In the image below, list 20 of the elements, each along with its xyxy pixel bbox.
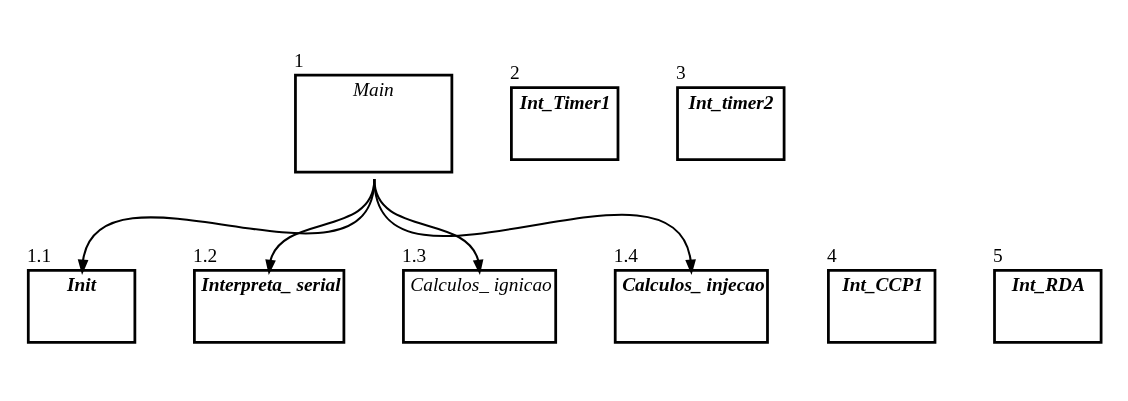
node-label: 1 — [294, 49, 304, 71]
node-box: Init — [26, 269, 137, 344]
node-label: 5 — [993, 244, 1003, 266]
node-box: Int_CCP1 — [827, 269, 937, 344]
arrow — [373, 178, 484, 275]
node-label: 2 — [510, 61, 520, 83]
node-box: Calculos_ ignicao — [402, 269, 558, 344]
node-box: Interpreta_ serial — [193, 269, 346, 344]
node-label: 3 — [676, 61, 686, 83]
node-box: Int_Timer1 — [510, 86, 620, 162]
node-label: 1.3 — [402, 244, 427, 266]
node-label: 1.1 — [26, 244, 52, 266]
node-label: 4 — [827, 244, 837, 266]
node-box: Int_timer2 — [676, 86, 786, 162]
node-box: Calculos_ injecao — [613, 269, 769, 344]
node-label: 1.4 — [613, 244, 639, 266]
node-box: Main — [294, 73, 454, 174]
node-label: 1.2 — [193, 244, 218, 266]
arrow — [373, 178, 696, 275]
node-box: Int_RDA — [993, 269, 1103, 344]
